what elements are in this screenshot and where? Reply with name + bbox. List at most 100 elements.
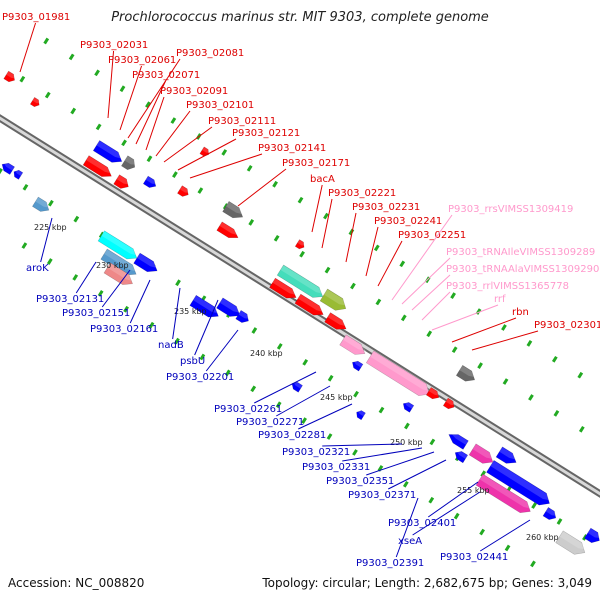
gene-arrow (216, 297, 241, 317)
strand-dot (350, 282, 356, 290)
gene-block (199, 146, 210, 157)
strand-dot (302, 359, 309, 366)
gene-label: P9303_rrsVIMSS1309419 (448, 204, 573, 215)
strand-dot (172, 171, 178, 178)
callout-line (135, 80, 167, 145)
gene-highlight (323, 289, 348, 306)
gene-label: P9303_02031 (80, 40, 148, 51)
tick-label: 235 kbp (174, 307, 207, 316)
strand-dot (531, 502, 537, 509)
gene-block (13, 169, 24, 180)
gene-arrow (339, 334, 366, 355)
gene-block (294, 293, 325, 316)
gene-label: P9303_02111 (208, 116, 276, 127)
strand-dot (352, 449, 358, 456)
gene-arrow (1, 162, 15, 175)
gene-highlight (499, 447, 518, 461)
gene-block (121, 155, 137, 171)
callout-line (101, 269, 131, 308)
gene-highlight (225, 201, 245, 215)
gene-block (216, 221, 240, 239)
gene-highlight (456, 450, 468, 459)
gene-arrow (82, 155, 112, 177)
strand-dot (250, 385, 257, 393)
strand-dot (551, 355, 558, 363)
strand-dot (353, 390, 359, 398)
tick-label: 250 kbp (390, 438, 423, 447)
strand-dot (73, 215, 80, 223)
gene-block (142, 175, 158, 188)
gene-block (189, 294, 220, 318)
gene-highlight (292, 381, 303, 389)
gene-block (454, 450, 469, 464)
gene-highlight (6, 71, 16, 79)
gene-block (542, 507, 558, 520)
gene-arrow (276, 264, 324, 298)
gene-highlight (479, 474, 533, 509)
callout-line (377, 240, 403, 287)
callout-line (163, 126, 213, 163)
gene-highlight (3, 162, 15, 171)
gene-label: P9303_02241 (374, 216, 442, 227)
gene-arrow (324, 312, 347, 330)
strand-dot (299, 250, 305, 258)
strand-dot (221, 149, 228, 156)
strand-dot (276, 343, 283, 350)
gene-highlight (490, 460, 552, 501)
gene-arrow (495, 446, 517, 464)
gene-label: P9303_tRNAIleVIMSS1309289 (446, 247, 595, 258)
gene-highlight (179, 185, 190, 193)
strand-dot (70, 107, 77, 115)
tick-label: 260 kbp (526, 533, 559, 542)
gene-arrow (455, 364, 476, 382)
gene-label: P9303_02101 (186, 100, 254, 111)
gene-label: rrf (494, 294, 506, 305)
gene-label: P9303_02231 (352, 202, 420, 213)
strand-dot (528, 394, 534, 401)
callout-line (75, 261, 97, 294)
callout-line (40, 217, 53, 263)
gene-label: P9303_02351 (326, 476, 394, 487)
gene-label: P9303_02091 (160, 86, 228, 97)
gene-label: P9303_02151 (62, 308, 130, 319)
gene-block (291, 381, 303, 393)
gene-block (133, 252, 159, 272)
strand-dot (121, 139, 127, 147)
gene-label: P9303_02171 (282, 158, 350, 169)
callout-line (431, 304, 499, 331)
gene-label: psbU (180, 356, 205, 367)
gene-block (356, 410, 366, 421)
gene-arrow (555, 530, 586, 555)
strand-dot (501, 324, 507, 331)
callout-line (345, 212, 357, 263)
gene-arrow (133, 252, 158, 272)
callout-line (205, 329, 239, 372)
strand-dot (578, 425, 585, 433)
gene-block (276, 264, 325, 298)
gene-label: P9303_02141 (258, 143, 326, 154)
gene-arrow (100, 248, 137, 276)
strand-dot (323, 212, 329, 220)
callout-line (127, 58, 181, 139)
gene-highlight (545, 507, 558, 516)
tick-label: 230 kbp (96, 261, 129, 270)
strand-dot (48, 199, 54, 207)
gene-highlight (559, 531, 587, 550)
gene-arrow (216, 221, 239, 239)
strand-dot (375, 298, 382, 306)
gene-block (339, 334, 367, 355)
callout-line (177, 138, 237, 171)
gene-label: P9303_02081 (176, 48, 244, 59)
gene-label: P9303_02281 (258, 430, 326, 441)
gene-label: aroK (26, 263, 49, 274)
strand-dot (399, 260, 406, 268)
gene-highlight (450, 432, 469, 445)
gene-label: P9303_02121 (232, 128, 300, 139)
strand-dot (95, 123, 102, 131)
gene-highlight (272, 278, 298, 296)
gene-block (495, 446, 518, 464)
strand-dot (248, 219, 255, 226)
gene-arrow (92, 140, 123, 163)
gene-label: P9303_02221 (328, 188, 396, 199)
